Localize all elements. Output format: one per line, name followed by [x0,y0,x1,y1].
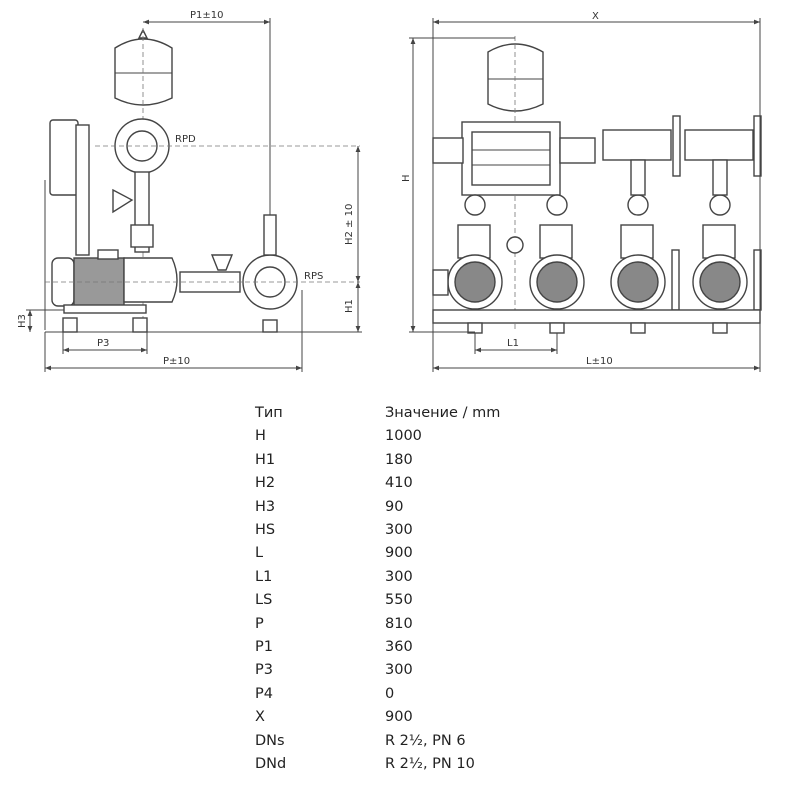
param-name: HS [255,522,276,539]
label-p: P±10 [163,356,190,367]
param-value: 900 [385,545,413,562]
param-name: DNd [255,756,287,773]
control-cabinet [432,121,596,196]
label-l: L±10 [586,356,613,367]
table-row: X 900 [255,706,500,729]
label-h1: H1 [344,299,355,313]
front-view: X H L1 L±10 [401,11,762,372]
param-name: P3 [255,662,273,679]
table-row: H1 180 [255,449,500,472]
param-name: X [255,709,265,726]
table-row: H3 90 [255,496,500,519]
table-row: P1 360 [255,636,500,659]
technical-drawing: P1±10 RPD RPS H2 ± 10 H1 H3 P3 P±10 [17,10,762,372]
param-value: 300 [385,662,413,679]
base-frame [432,309,761,334]
table-row: DNs R 2½, PN 6 [255,730,500,753]
param-value: 810 [385,615,413,632]
param-value: 0 [385,685,395,702]
param-value: 550 [385,592,413,609]
param-name: H1 [255,451,276,468]
side-view: P1±10 RPD RPS H2 ± 10 H1 H3 P3 P±10 [17,10,362,372]
param-name: L1 [255,568,273,585]
label-h3: H3 [17,314,28,328]
discharge-flange-rpd [95,118,360,253]
table-row: H2 410 [255,472,500,495]
table-row: DNd R 2½, PN 10 [255,753,500,776]
param-value: 300 [385,522,413,539]
pump-3 [610,159,666,310]
pumps [432,159,762,311]
table-row: H 1000 [255,425,500,448]
pump-4 [692,159,748,310]
param-name: DNs [255,732,285,749]
param-value: 410 [385,475,413,492]
discharge-manifold [602,115,762,177]
header-value: Значение / mm [385,405,501,421]
table-row: L1 300 [255,566,500,589]
param-value: 900 [385,709,413,726]
table-row: P 810 [255,613,500,636]
table-row: P4 0 [255,683,500,706]
control-box [44,119,90,330]
param-name: P4 [255,685,273,702]
param-name: P [255,615,264,632]
param-value: R 2½, PN 6 [385,732,466,749]
table-header-row: Тип Значение / mm [255,402,500,425]
suction-flange-rps [45,214,360,333]
pump-1 [447,194,503,310]
param-value: 1000 [385,428,422,445]
param-name: H2 [255,475,276,492]
label-h: H [401,174,412,182]
param-name: H3 [255,498,276,515]
label-h2: H2 ± 10 [344,204,355,245]
label-rpd: RPD [175,134,196,145]
label-rps: RPS [304,271,323,282]
param-value: 300 [385,568,413,585]
pump-motor [51,249,241,333]
table-row: HS 300 [255,519,500,542]
param-value: 180 [385,451,413,468]
label-p1: P1±10 [190,10,224,21]
param-name: P1 [255,639,273,656]
header-type: Тип [255,405,283,421]
pump-2 [529,194,585,310]
param-name: LS [255,592,273,609]
param-value: R 2½, PN 10 [385,756,475,773]
table-row: LS 550 [255,589,500,612]
param-value: 360 [385,639,413,656]
param-name: L [255,545,264,562]
label-l1: L1 [507,338,519,349]
label-x: X [592,11,599,22]
param-value: 90 [385,498,404,515]
table-row: L 900 [255,542,500,565]
label-p3: P3 [97,338,109,349]
table-row: P3 300 [255,659,500,682]
param-name: H [255,428,266,445]
